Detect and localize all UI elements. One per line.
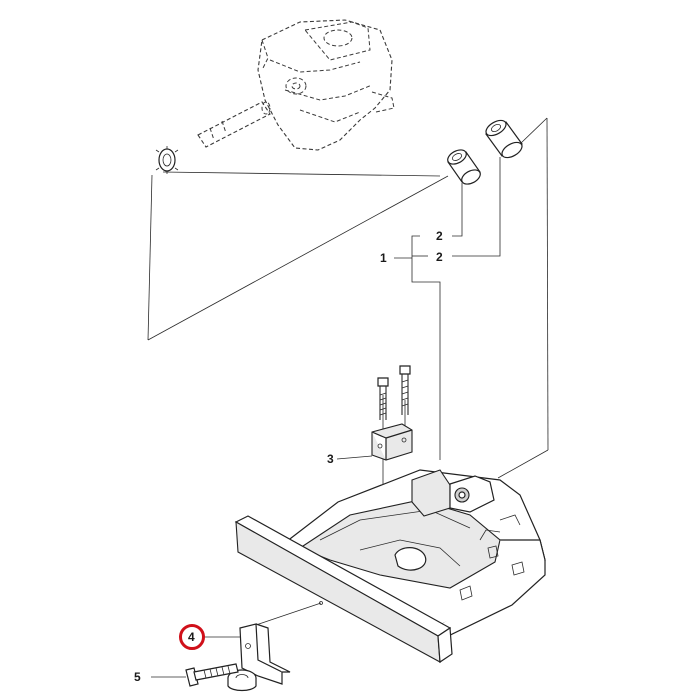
callout-3[interactable]: 3 <box>327 452 334 466</box>
dashed-housing <box>257 19 395 151</box>
callout-4-highlight-ring <box>179 624 205 650</box>
clip-part-3 <box>371 423 413 461</box>
bolt-right <box>399 365 411 415</box>
bolt-part-5 <box>185 663 239 687</box>
callout-2-lower[interactable]: 2 <box>436 250 443 264</box>
callout-2-upper[interactable]: 2 <box>436 229 443 243</box>
front-bar <box>234 515 453 664</box>
bushing-left <box>447 149 481 185</box>
guide-lines <box>147 117 549 678</box>
dashed-shaft <box>197 101 271 148</box>
bracket-part-4 <box>227 623 291 692</box>
callout-1[interactable]: 1 <box>380 251 387 265</box>
callout-4[interactable]: 4 <box>188 630 195 644</box>
gear-nut <box>155 146 179 174</box>
callout-5[interactable]: 5 <box>134 670 141 684</box>
bolt-left <box>377 377 389 420</box>
bushing-right <box>485 119 523 159</box>
